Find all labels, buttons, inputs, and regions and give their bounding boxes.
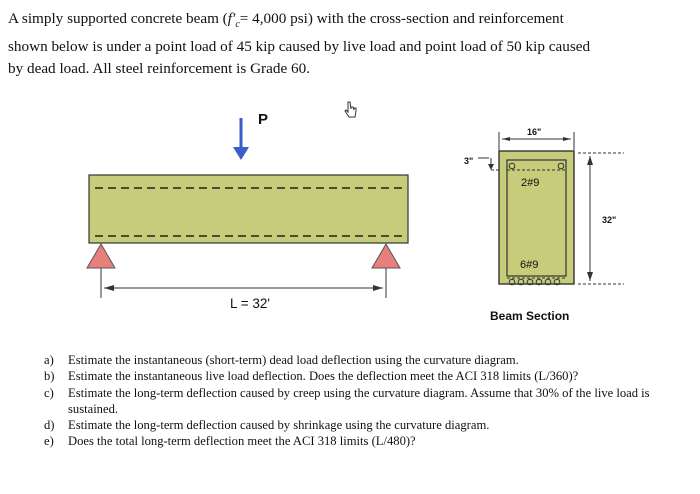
question-text: Estimate the instantaneous live load def… <box>68 369 579 384</box>
beam-section <box>498 150 575 285</box>
question-b: b) Estimate the instantaneous live load d… <box>44 368 684 384</box>
fc-letter: f <box>227 10 232 27</box>
question-text: Does the total long-term deflection meet… <box>68 434 416 449</box>
question-a: a) Estimate the instantaneous (short-term… <box>44 352 684 368</box>
problem-statement: A simply supported concrete beam (f′c= 4… <box>8 8 698 80</box>
cover-label: 3" <box>464 156 473 166</box>
fc-subscript: c <box>235 19 240 31</box>
right-support <box>371 243 401 269</box>
question-text: Estimate the long-term deflection caused… <box>68 385 650 416</box>
question-label: d) <box>44 418 55 433</box>
stirrup <box>506 159 567 277</box>
left-support <box>86 243 116 269</box>
beam-elevation <box>88 174 409 244</box>
question-list: a) Estimate the instantaneous (short-term… <box>44 352 684 450</box>
intro-line-3: by dead load. All steel reinforcement is… <box>8 60 310 78</box>
intro-line-2: shown below is under a point load of 45 … <box>8 38 591 56</box>
question-c: c) Estimate the long-term deflection caus… <box>44 385 684 418</box>
question-d: d) Estimate the long-term deflection caus… <box>44 417 684 433</box>
point-load-arrow <box>233 118 249 160</box>
bottom-bars-label: 6#9 <box>520 259 538 271</box>
question-e: e) Does the total long-term deflection me… <box>44 433 684 449</box>
intro-line-1: A simply supported concrete beam (f′c= 4… <box>8 8 698 36</box>
question-label: c) <box>44 385 54 400</box>
question-label: b) <box>44 369 55 384</box>
load-label: P <box>258 111 268 128</box>
question-text: Estimate the instantaneous (short-term) … <box>68 353 519 367</box>
question-label: a) <box>44 353 54 367</box>
question-label: e) <box>44 434 54 449</box>
cursor-icon <box>344 101 357 118</box>
beam-figure: P L = 32' 16" 3" 2#9 6#9 32" Be <box>86 111 624 323</box>
span-label: L = 32' <box>230 296 270 311</box>
fc-symbol: f′c <box>227 10 240 31</box>
question-text: Estimate the long-term deflection caused… <box>68 418 490 433</box>
depth-label: 32" <box>602 215 616 225</box>
intro-line-1-end: = 4,000 psi) with the cross-section and … <box>239 10 564 27</box>
fc-prime: ′ <box>231 10 236 27</box>
section-width-label: 16" <box>527 127 541 137</box>
bottom-rebar-circles <box>508 278 561 286</box>
top-bars-label: 2#9 <box>521 177 539 189</box>
section-caption: Beam Section <box>490 309 569 323</box>
intro-line-1-start: A simply supported concrete beam ( <box>8 10 228 27</box>
